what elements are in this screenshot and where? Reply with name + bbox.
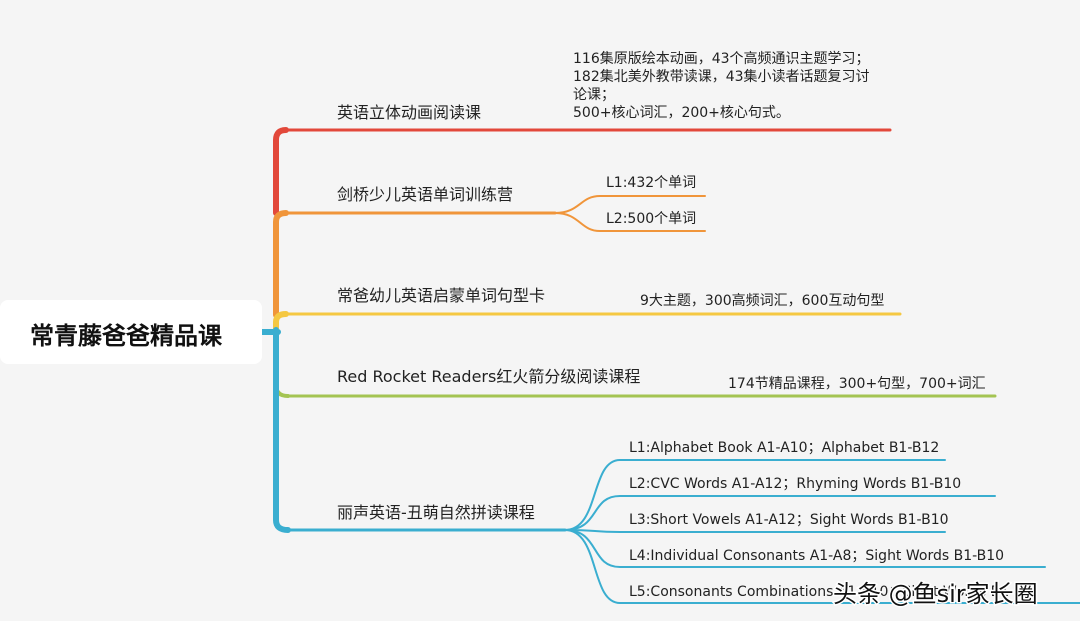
leaf-line-phonics-l1 [564, 459, 946, 531]
leaf-phonics-l5: L5:Consonants Combinations A1-A10；Sight … [629, 584, 1033, 600]
trunk-segment-red [273, 127, 289, 216]
branch-label-phonics: 丽声英语-丑萌自然拼读课程 [337, 503, 535, 522]
leaf-line-phonics-l5 [564, 529, 1080, 604]
leaf-cambridge-l1: L1:432个单词 [606, 175, 697, 191]
branch-label-animation-reading: 英语立体动画阅读课 [337, 103, 482, 122]
note-line: 182集北美外教带读课，43集小读者话题复习讨 [573, 69, 870, 85]
branch-label-red-rocket: Red Rocket Readers红火箭分级阅读课程 [337, 367, 641, 386]
leaf-phonics-l3: L3:Short Vowels A1-A12；Sight Words B1-B1… [629, 512, 949, 528]
leaf-line-phonics-l4 [564, 529, 1046, 568]
trunk-segment-blue [273, 327, 291, 533]
watermark: 头条 @鱼sir家长圈 [832, 579, 1040, 610]
branch-note-animation-reading: 116集原版绘本动画，43个高频通识主题学习； 182集北美外教带读课，43集小… [573, 50, 893, 122]
branch-label-word-cards: 常爸幼儿英语启蒙单词句型卡 [337, 286, 546, 305]
root-label: 常青藤爸爸精品课 [30, 322, 222, 350]
note-line: 116集原版绘本动画，43个高频通识主题学习； [573, 51, 870, 67]
leaf-phonics-l2: L2:CVC Words A1-A12；Rhyming Words B1-B10 [629, 476, 962, 492]
note-line: 500+核心词汇，200+核心句式。 [573, 105, 790, 121]
leaf-line-phonics-l2 [564, 495, 996, 531]
root-node [0, 300, 262, 364]
leaf-cambridge-l2: L2:500个单词 [606, 211, 697, 227]
leaf-line-phonics-l3 [564, 529, 946, 533]
leaf-phonics-l4: L4:Individual Consonants A1-A8；Sight Wor… [629, 548, 1005, 564]
leaf-phonics-l1: L1:Alphabet Book A1-A10；Alphabet B1-B12 [629, 440, 940, 456]
note-line: 论课； [573, 87, 615, 103]
branch-label-cambridge: 剑桥少儿英语单词训练营 [337, 185, 514, 204]
leaf-line-cambridge-l1 [554, 195, 706, 214]
leaf-line-cambridge-l2 [554, 212, 706, 232]
trunk-segment-yellow [273, 311, 289, 335]
leaf-word-cards: 9大主题，300高频词汇，600互动句型 [640, 293, 885, 309]
leaf-red-rocket: 174节精品课程，300+句型，700+词汇 [728, 376, 986, 392]
trunk-segment-orange [273, 210, 289, 318]
